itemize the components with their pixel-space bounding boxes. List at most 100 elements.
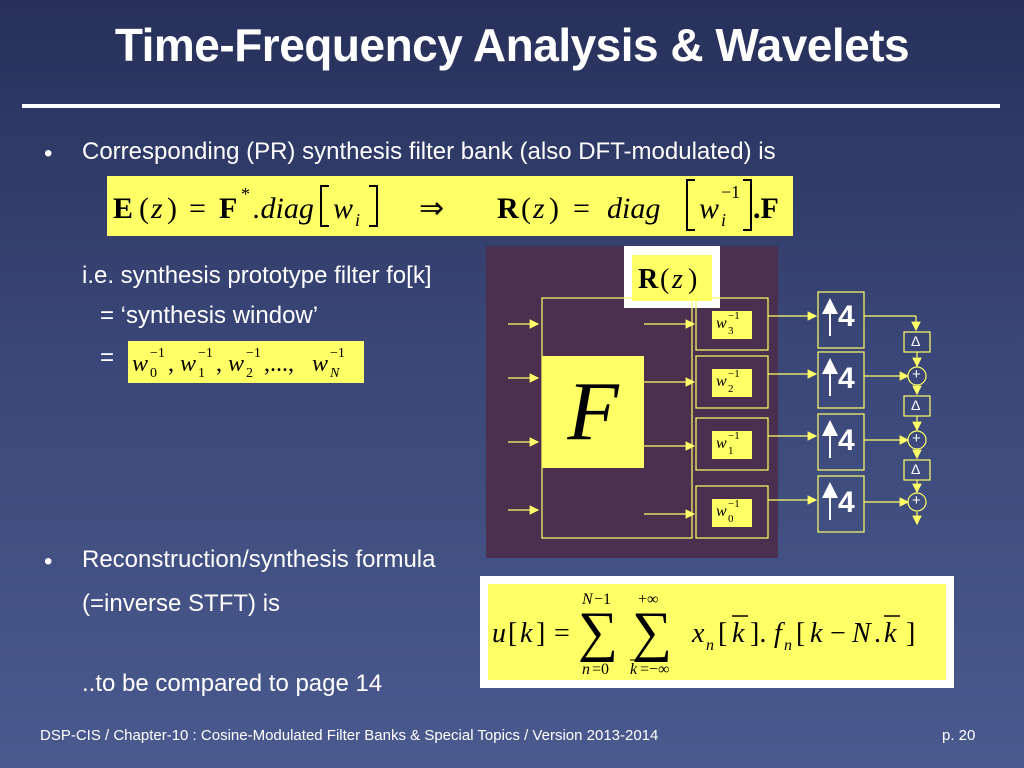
- bullet-2-text: Reconstruction/synthesis formula: [82, 546, 436, 573]
- svg-text:k: k: [520, 618, 533, 649]
- svg-text:n: n: [784, 637, 792, 654]
- svg-text:E: E: [113, 192, 133, 225]
- svg-text:=−∞: =−∞: [640, 661, 669, 678]
- svg-text:): ): [688, 264, 697, 295]
- synthesis-window-text: = ‘synthesis window’: [100, 302, 319, 329]
- svg-text:R: R: [638, 264, 659, 295]
- svg-text:].: ].: [750, 618, 766, 649]
- svg-text:(: (: [521, 192, 531, 225]
- svg-text:*: *: [241, 184, 250, 204]
- svg-text:0: 0: [150, 366, 157, 381]
- svg-text:w: w: [132, 351, 148, 377]
- delay-label-3: Δ: [911, 461, 921, 477]
- svg-text:(: (: [139, 192, 149, 225]
- window-equation: w −1 0 , w −1 1 , w −1 2 ,..., w −1 N: [128, 341, 364, 383]
- upsampler-label-1: 4: [838, 300, 855, 333]
- svg-text:k: k: [810, 618, 823, 649]
- upsampler-label-3: 4: [838, 424, 855, 457]
- sum-label-3: +: [912, 492, 921, 509]
- compare-page-text: ..to be compared to page 14: [82, 670, 383, 697]
- svg-text:w: w: [699, 192, 719, 225]
- svg-text:z: z: [671, 264, 683, 295]
- svg-text:w: w: [180, 351, 196, 377]
- svg-text:]: ]: [906, 618, 915, 649]
- weight-box-1: w −1 1: [712, 430, 752, 459]
- svg-text:=: =: [189, 192, 206, 225]
- svg-text:,: ,: [168, 351, 174, 377]
- svg-text:[: [: [508, 618, 517, 649]
- delay-label-2: Δ: [911, 397, 921, 413]
- synthesis-equation: E ( z ) = F * .diag w i ⇒ R ( z ) = diag…: [107, 176, 793, 236]
- sum-label-2: +: [912, 430, 921, 447]
- sum-label-1: +: [912, 366, 921, 383]
- f-block-label: F: [567, 365, 619, 458]
- svg-text:−1: −1: [150, 346, 165, 361]
- weight-box-2: w −1 2: [712, 368, 752, 397]
- svg-text:k: k: [630, 661, 638, 678]
- weight-box-3: w −1 3: [712, 310, 752, 339]
- svg-text:,...,: ,...,: [264, 351, 294, 377]
- svg-text:∑: ∑: [632, 601, 672, 663]
- svg-text:w: w: [312, 351, 328, 377]
- svg-text:k: k: [884, 618, 897, 649]
- svg-text:): ): [167, 192, 177, 225]
- svg-text:i: i: [721, 210, 726, 230]
- svg-text:N: N: [581, 591, 594, 608]
- svg-text:n: n: [706, 637, 714, 654]
- svg-text:⇒: ⇒: [419, 192, 444, 225]
- svg-text:k: k: [732, 618, 745, 649]
- svg-text:n: n: [582, 661, 590, 678]
- svg-text:.diag: .diag: [253, 192, 314, 225]
- svg-text:[: [: [796, 618, 805, 649]
- svg-text:.: .: [874, 618, 881, 649]
- svg-text:=: =: [554, 618, 570, 649]
- svg-text:(: (: [660, 264, 669, 295]
- svg-text:+∞: +∞: [638, 591, 658, 608]
- svg-text:): ): [549, 192, 559, 225]
- equals-text: =: [100, 344, 115, 371]
- svg-text:F: F: [219, 192, 237, 225]
- delay-label-1: Δ: [911, 333, 921, 349]
- rz-label-box: R ( z ): [632, 255, 712, 301]
- svg-text:diag: diag: [607, 192, 660, 225]
- svg-text:−1: −1: [246, 346, 261, 361]
- svg-text:=: =: [573, 192, 590, 225]
- svg-text:]: ]: [536, 618, 545, 649]
- reconstruction-formula: u [ k ] = ∑ N −1 n =0 ∑ +∞ k =−∞ x n [ k…: [488, 584, 946, 680]
- upsampler-label-4: 4: [838, 486, 855, 519]
- title-rule: [22, 104, 1000, 108]
- weight-box-0: w −1 0: [712, 498, 752, 527]
- svg-text:=0: =0: [592, 661, 609, 678]
- svg-text:[: [: [718, 618, 727, 649]
- svg-text:z: z: [532, 192, 545, 225]
- svg-text:,: ,: [216, 351, 222, 377]
- svg-text:z: z: [150, 192, 163, 225]
- svg-text:1: 1: [198, 366, 205, 381]
- svg-text:R: R: [497, 192, 519, 225]
- svg-text:−1: −1: [198, 346, 213, 361]
- f-transform-block: F: [542, 356, 644, 468]
- svg-text:w: w: [228, 351, 244, 377]
- svg-text:w: w: [333, 192, 353, 225]
- svg-text:2: 2: [246, 366, 253, 381]
- svg-text:∑: ∑: [578, 601, 618, 663]
- inverse-stft-text: (=inverse STFT) is: [82, 590, 281, 617]
- svg-text:.F: .F: [753, 192, 779, 225]
- footer-course-info: DSP-CIS / Chapter-10 : Cosine-Modulated …: [40, 727, 659, 744]
- svg-text:N: N: [851, 618, 872, 649]
- bullet-marker-2: •: [44, 548, 53, 575]
- svg-text:i: i: [355, 210, 360, 230]
- svg-text:−1: −1: [594, 591, 611, 608]
- svg-text:−1: −1: [330, 346, 345, 361]
- svg-text:f: f: [774, 618, 785, 649]
- bullet-marker-1: •: [44, 140, 53, 167]
- bullet-1-text: Corresponding (PR) synthesis filter bank…: [82, 138, 776, 165]
- svg-text:−: −: [830, 618, 846, 649]
- svg-text:−1: −1: [721, 182, 740, 202]
- svg-text:N: N: [329, 366, 340, 381]
- slide-title: Time-Frequency Analysis & Wavelets: [114, 19, 910, 71]
- svg-text:u: u: [492, 618, 506, 649]
- prototype-filter-text: i.e. synthesis prototype filter fo[k]: [82, 262, 432, 289]
- footer-page-number: p. 20: [942, 727, 976, 744]
